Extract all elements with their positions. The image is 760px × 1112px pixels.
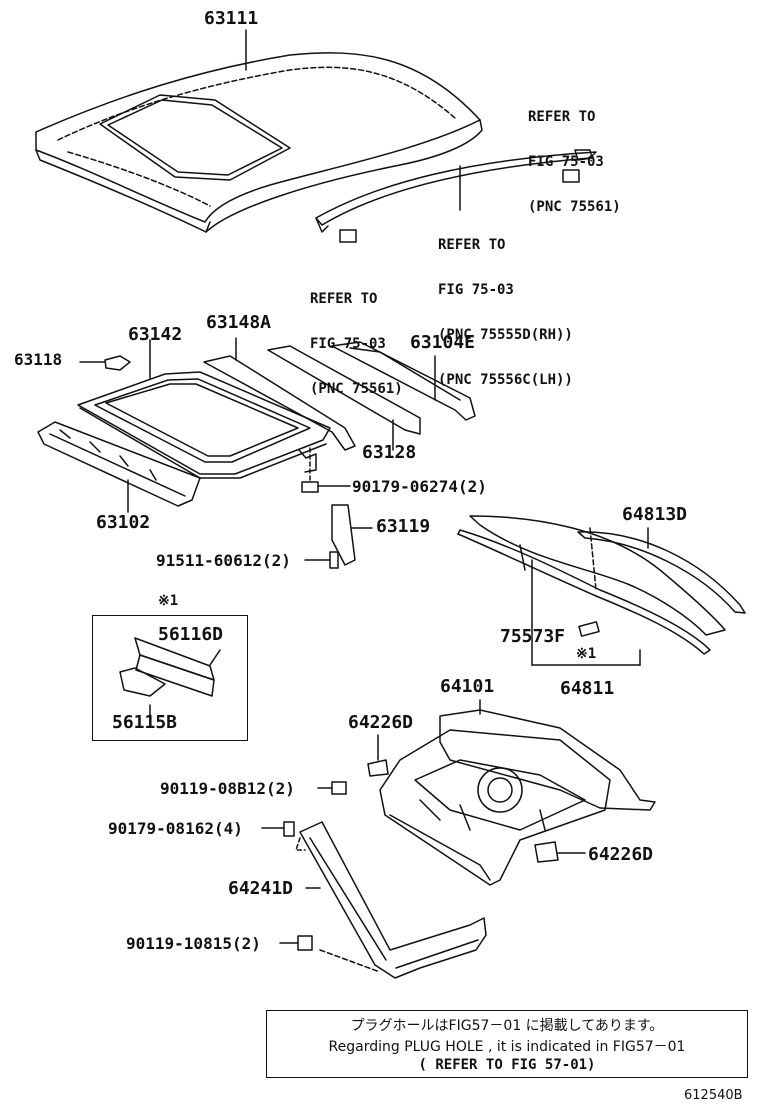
rear-glass-drawing	[457, 515, 746, 666]
reference-line: REFER TO	[310, 291, 378, 307]
fastener-label-90179-06274[interactable]: 90179-06274(2)	[352, 477, 487, 496]
part-label-63142[interactable]: 63142	[128, 324, 183, 345]
part-label-63119[interactable]: 63119	[376, 516, 431, 537]
side-bracket-drawing	[317, 734, 586, 863]
plug-hole-note: プラグホールはFIG57－01 に掲載してあります。 Regarding PLU…	[266, 1010, 748, 1078]
reference-line: FIG 75-03	[310, 336, 386, 352]
note-japanese: プラグホールはFIG57－01 に掲載してあります。	[350, 1018, 664, 1034]
part-label-63118[interactable]: 63118	[14, 350, 63, 369]
mark-inset: ※1	[158, 593, 179, 609]
roof-bow-drawing	[203, 337, 476, 451]
mark-64811: ※1	[576, 646, 597, 662]
note-english: Regarding PLUG HOLE , it is indicated in…	[328, 1039, 686, 1055]
fastener-label-90119-10815[interactable]: 90119-10815(2)	[126, 934, 261, 953]
part-label-64811[interactable]: 64811	[560, 678, 615, 699]
inset-box	[92, 615, 248, 741]
bracket-drawing	[301, 447, 373, 569]
reference-note-middle[interactable]: REFER TO FIG 75-03 (PNC 75555D(RH)) (PNC…	[438, 208, 573, 403]
part-label-63102[interactable]: 63102	[96, 512, 151, 533]
part-label-63148A[interactable]: 63148A	[206, 312, 272, 333]
reference-line: (PNC 75561)	[310, 381, 403, 397]
reference-line: FIG 75-03	[528, 154, 604, 170]
part-label-75573F[interactable]: 75573F	[500, 626, 566, 647]
sunroof-frame-drawing	[77, 339, 331, 479]
package-tray-drawing	[379, 699, 656, 886]
part-label-56115B[interactable]: 56115B	[112, 712, 178, 733]
part-label-64101[interactable]: 64101	[440, 676, 495, 697]
figure-id: 612540B	[684, 1088, 743, 1103]
lower-frame-drawing	[261, 821, 487, 979]
fastener-label-90119-08B12[interactable]: 90119-08B12(2)	[160, 779, 295, 798]
reference-line: REFER TO	[438, 237, 506, 253]
part-label-64813D[interactable]: 64813D	[622, 504, 688, 525]
roof-panel-drawing	[35, 29, 483, 233]
fastener-label-91511-60612[interactable]: 91511-60612(2)	[156, 551, 291, 570]
part-label-63104E[interactable]: 63104E	[410, 332, 476, 353]
inset-parts-drawing	[119, 637, 221, 716]
fastener-label-90179-08162[interactable]: 90179-08162(4)	[108, 819, 243, 838]
roof-reinforcement-drawing	[37, 421, 201, 513]
part-label-56116D[interactable]: 56116D	[158, 624, 224, 645]
reference-line: FIG 75-03	[438, 282, 514, 298]
part-label-63111[interactable]: 63111	[204, 8, 259, 29]
drip-molding-drawing	[315, 149, 597, 243]
reference-note-left[interactable]: REFER TO FIG 75-03 (PNC 75561)	[310, 262, 403, 412]
part-label-64241D[interactable]: 64241D	[228, 878, 294, 899]
part-label-64226D-top[interactable]: 64226D	[348, 712, 414, 733]
reference-line: (PNC 75556C(LH))	[438, 372, 573, 388]
reference-line: REFER TO	[528, 109, 596, 125]
reference-line: (PNC 75561)	[528, 199, 621, 215]
note-reference[interactable]: ( REFER TO FIG 57-01)	[418, 1057, 596, 1073]
reference-note-top-right[interactable]: REFER TO FIG 75-03 (PNC 75561)	[528, 80, 621, 230]
reference-line: (PNC 75555D(RH))	[438, 327, 573, 343]
part-label-64226D-right[interactable]: 64226D	[588, 844, 654, 865]
part-label-63128[interactable]: 63128	[362, 442, 417, 463]
